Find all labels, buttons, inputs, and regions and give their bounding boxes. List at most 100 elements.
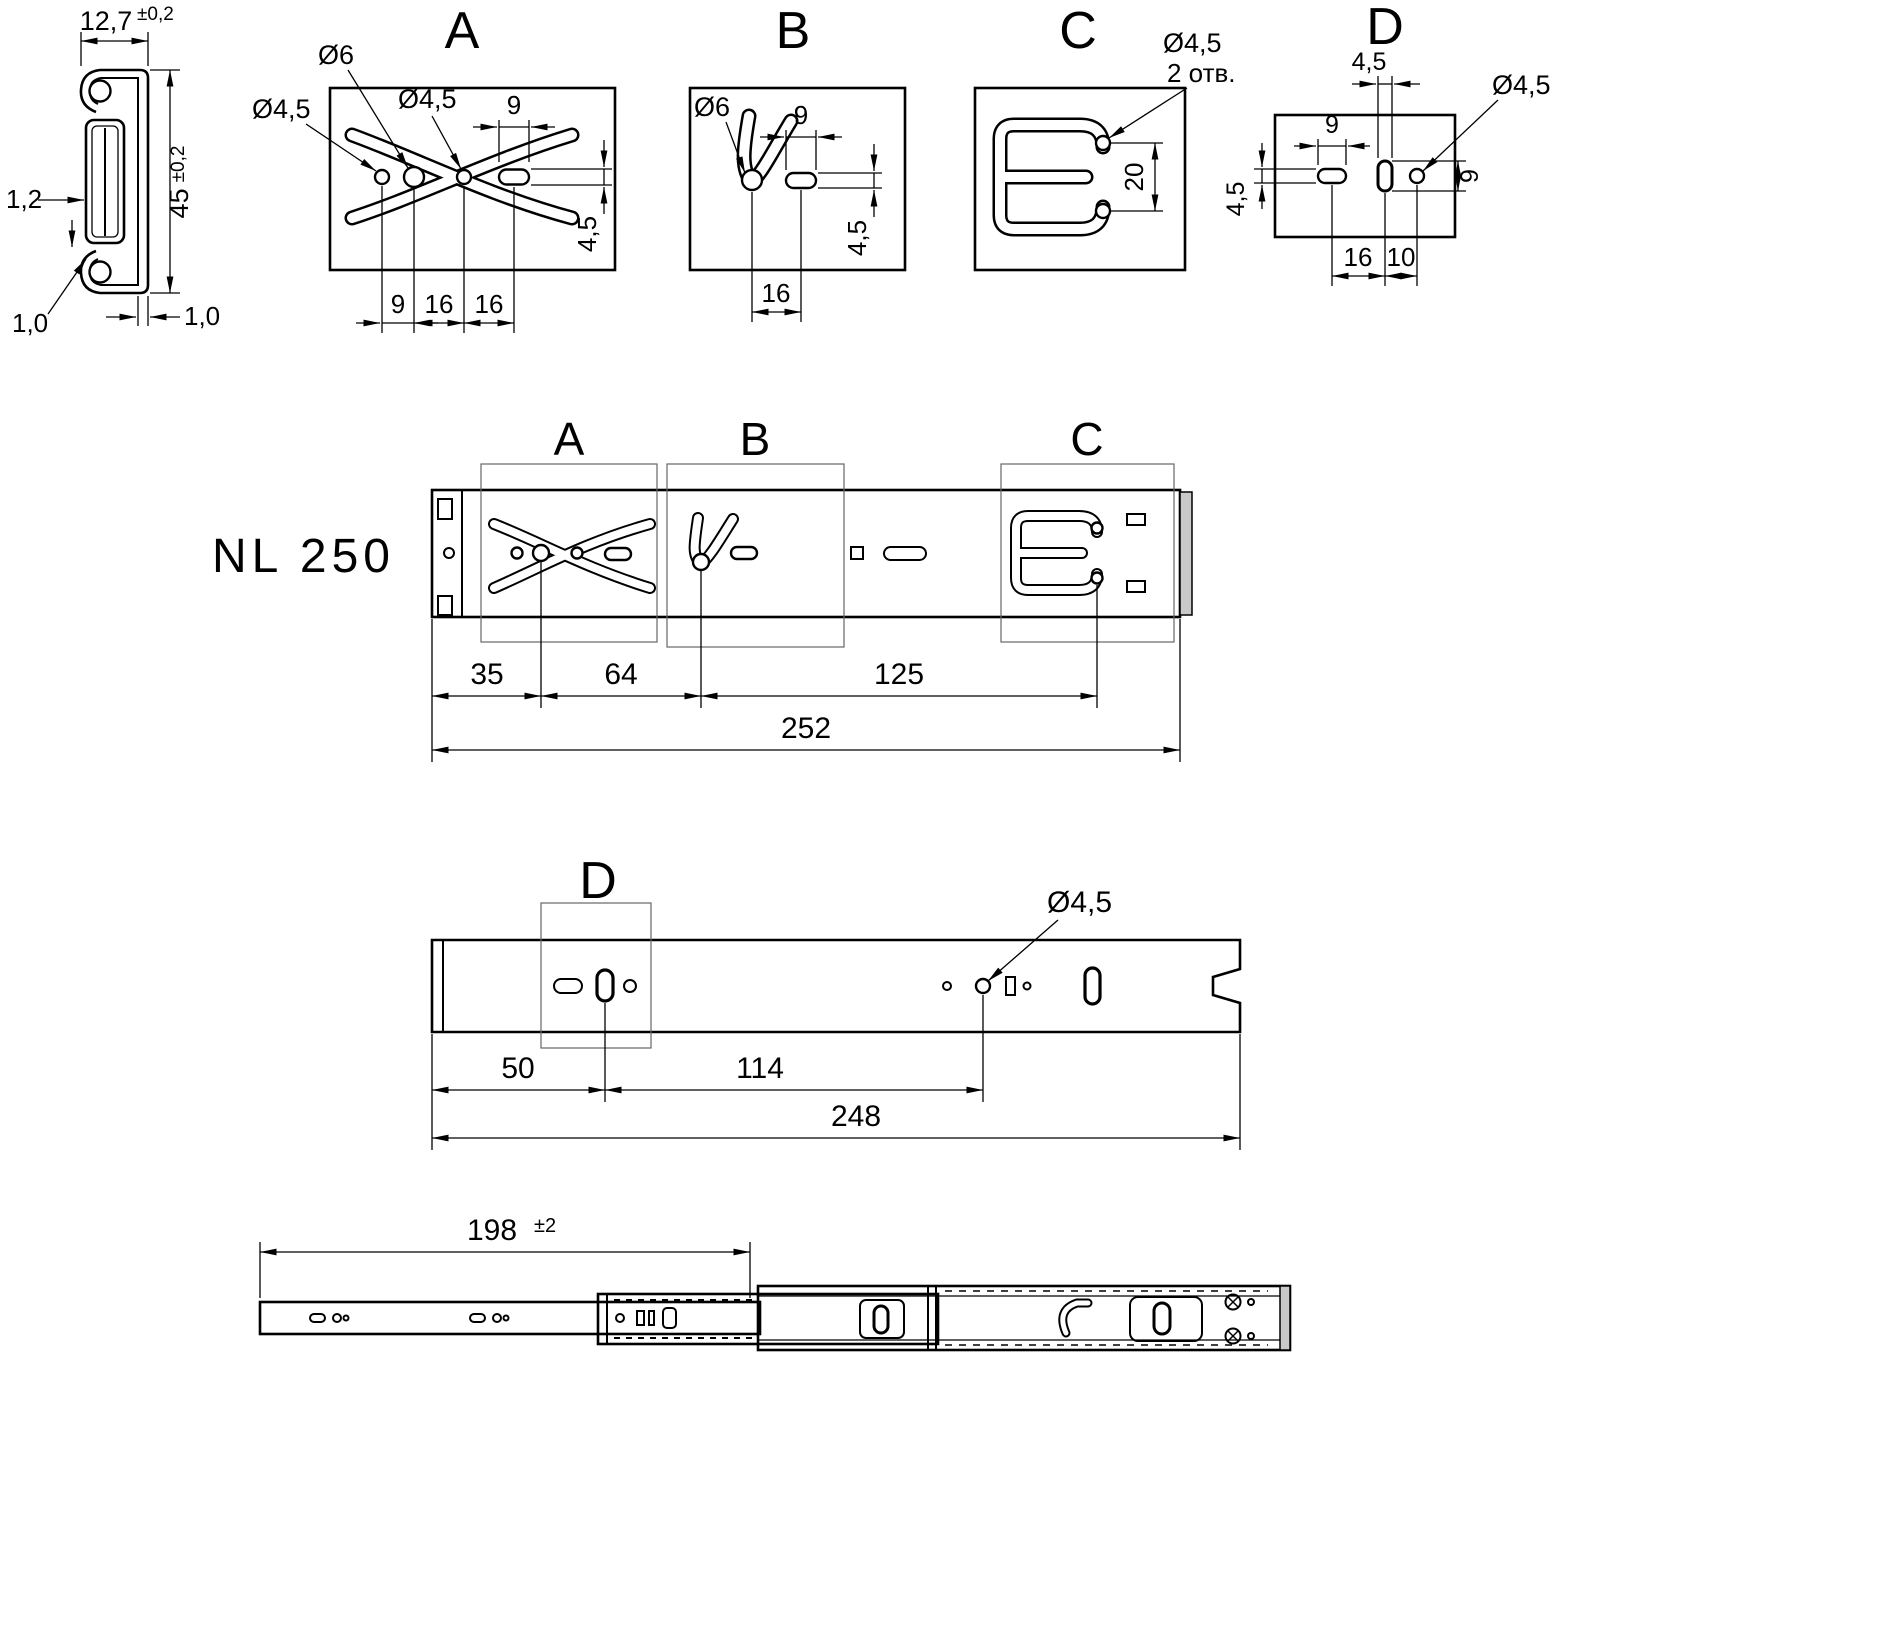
detail-a-oval-slot [497, 168, 531, 186]
inner-profile-edge [91, 125, 119, 238]
dim-rail-mid-2: 114 [736, 1052, 784, 1085]
dim-a-slot-height: 4,5 [531, 140, 612, 252]
detail-d-plate [1273, 113, 1457, 239]
ball-bottom [88, 260, 112, 284]
dim-label-bottom-wall: 1,0 [12, 308, 48, 338]
dim-d-left: 4,5 [1222, 143, 1316, 216]
dim-rail-mid-chain: 50 114 248 [431, 995, 1241, 1150]
dim-a-slot-length-label: 9 [507, 90, 521, 120]
dim-a-pitch2-label: 16 [425, 289, 454, 319]
dim-d-slot-length-label: 9 [1325, 111, 1339, 139]
detail-b-oval-slot [784, 171, 818, 190]
cross-section-view: 12,7 ±0,2 45±0,2 1,2 1,0 1,0 [6, 4, 220, 338]
dim-rail-top-1: 35 [470, 658, 503, 691]
model-label: NL 250 [212, 530, 395, 583]
rail-top-view: NL 250 A B C [212, 413, 1193, 762]
dim-a-slot-length: 9 [473, 90, 555, 162]
dim-rail-mid-total: 248 [831, 1100, 881, 1133]
detail-a-hole-6 [402, 165, 426, 189]
dim-b-slot-length-label: 9 [794, 100, 808, 130]
callout-rail-mid-dia45: Ø4,5 [987, 886, 1112, 982]
extended-slide-view: 198 ±2 [258, 1214, 1292, 1352]
ball-top [88, 79, 112, 103]
dim-extension-tol: ±2 [534, 1215, 556, 1237]
callout-a-dia6-label: Ø6 [318, 40, 354, 70]
dim-section-width: 12,7 ±0,2 [80, 4, 174, 66]
detail-c-hole-bottom [1094, 202, 1112, 220]
callout-c-holes-note: 2 отв. [1167, 58, 1236, 88]
rail-mid-capsule [595, 968, 615, 1003]
callout-a-dia6: Ø6 [318, 40, 409, 169]
dim-rail-top-chain: 35 64 125 252 [431, 562, 1181, 762]
dim-b-slot-height: 4,5 [818, 144, 882, 256]
dim-a-pitch1-label: 9 [391, 289, 405, 319]
dim-label-section-height: 45±0,2 [164, 146, 194, 219]
detail-a-view: A Ø6 Ø4,5 Ø4,5 9 [252, 2, 617, 333]
detail-d-hole-45 [1408, 167, 1426, 185]
detail-c-label: C [1059, 2, 1097, 60]
callout-b-dia6-label: Ø6 [694, 92, 730, 122]
callout-c-dia45: Ø4,5 2 отв. [1108, 28, 1236, 139]
dim-rail-mid-1: 50 [501, 1052, 534, 1085]
intermediate-member [596, 1292, 940, 1346]
inner-profile [84, 118, 126, 245]
detail-a-hole-45-mid [455, 168, 473, 186]
dim-side-wall: 1,0 [106, 296, 220, 331]
callout-a-dia45-left: Ø4,5 [252, 94, 377, 172]
zone-a-label: A [554, 413, 585, 465]
zone-b-label: B [740, 413, 771, 465]
dim-section-height: 45±0,2 [150, 69, 194, 294]
dim-d-top-label: 4,5 [1352, 48, 1387, 76]
latch-window [859, 1299, 905, 1339]
callout-a-dia45-mid: Ø4,5 [398, 84, 462, 170]
zone-d-label: D [579, 852, 617, 910]
callout-d-dia45-label: Ø4,5 [1492, 70, 1551, 100]
rail-mid-body [430, 938, 1242, 1034]
detail-d-view: D 4,5 Ø4,5 9 [1222, 0, 1551, 286]
dim-c-hole-pitch: 20 [1111, 142, 1163, 212]
rail-mid-oval [553, 978, 583, 994]
zone-box-a [480, 463, 658, 643]
drawer-member [258, 1300, 762, 1336]
zone-box-c [1000, 463, 1175, 643]
dim-extension: 198 ±2 [259, 1214, 751, 1298]
dim-rail-top-total: 252 [781, 712, 831, 745]
dim-a-hole-pitch: 9 16 16 [356, 186, 515, 333]
dim-wall-thickness: 1,2 [6, 184, 84, 214]
callout-rail-mid-dia45-label: Ø4,5 [1047, 886, 1112, 919]
detail-c-view: C Ø4,5 2 отв. 20 [973, 2, 1236, 272]
dim-rail-top-2: 64 [604, 658, 637, 691]
outer-profile-inner-edge [88, 77, 139, 286]
dim-label-section-width: 12,7 [80, 6, 133, 36]
dim-d-right: 9 [1392, 160, 1484, 192]
dim-d-slot-length: 9 [1294, 111, 1370, 165]
detail-c-hole-top [1094, 134, 1112, 152]
rail-mid-view: D Ø4,5 50 114 248 [430, 852, 1242, 1150]
dim-tol-section-width: ±0,2 [137, 4, 174, 25]
dim-label-side-wall: 1,0 [184, 301, 220, 331]
dim-label-wall: 1,2 [6, 184, 42, 214]
dim-b-pitch: 16 [751, 190, 802, 322]
dim-a-pitch3-label: 16 [475, 289, 504, 319]
dim-c-pitch-label: 20 [1119, 163, 1149, 192]
callout-c-dia45-label: Ø4,5 [1163, 28, 1222, 58]
detail-d-label: D [1366, 0, 1404, 56]
rail-top-stop [1179, 491, 1193, 616]
zone-box-d [540, 902, 652, 1049]
cabinet-end-stop [1279, 1285, 1291, 1351]
dim-b-pitch-label: 16 [762, 278, 791, 308]
zone-box-b [666, 463, 845, 648]
detail-a-hole-45-left [373, 168, 391, 186]
dim-bottom-wall: 1,0 [12, 220, 87, 338]
dim-d-right-label: 9 [1456, 169, 1484, 183]
detail-a-label: A [445, 2, 480, 60]
rail-mid-capsule-right [1083, 966, 1102, 1006]
dim-d-left-label: 4,5 [1222, 182, 1250, 217]
dim-d-pitch1-label: 16 [1344, 242, 1373, 272]
callout-d-dia45: Ø4,5 [1422, 70, 1551, 172]
detail-d-oval-vertical [1376, 159, 1394, 193]
detail-b-hole-6 [740, 168, 764, 192]
callout-a-dia45-left-label: Ø4,5 [252, 94, 311, 124]
